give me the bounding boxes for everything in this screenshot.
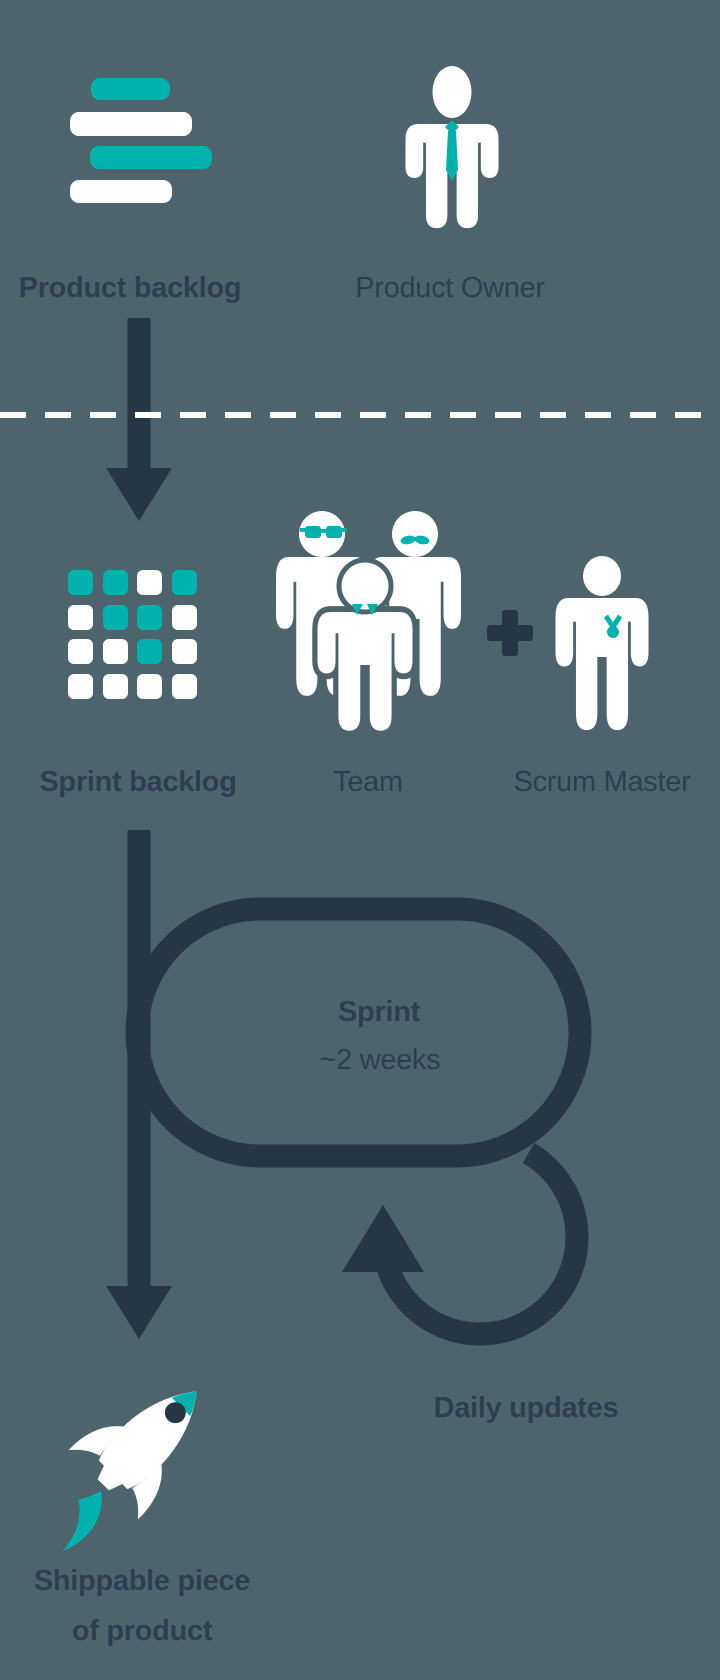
sprint-grid-cell — [172, 674, 197, 699]
sprint-loop-duration: ~2 weeks — [319, 1044, 441, 1076]
sprint-grid-cell — [103, 674, 128, 699]
sprint-grid-cell — [68, 674, 93, 699]
sprint-grid-cell — [137, 674, 162, 699]
grid-squares-icon — [68, 570, 197, 699]
collar-icon — [352, 604, 363, 615]
plus-icon — [487, 610, 533, 656]
sprint-grid-cell — [68, 570, 93, 595]
rocket-flame — [62, 1491, 102, 1552]
team-label: Team — [333, 766, 403, 798]
collar-icon — [367, 604, 378, 615]
sprint-grid-cell — [172, 570, 197, 595]
circular-arrow-icon — [342, 1143, 589, 1346]
scrum-master-label: Scrum Master — [513, 766, 691, 798]
product-owner-label: Product Owner — [355, 272, 545, 304]
glasses-icon — [300, 526, 347, 538]
team-people-icon — [276, 511, 461, 731]
person-tie-icon — [405, 66, 499, 229]
stacked-bars-icon — [70, 78, 212, 203]
daily-updates-label: Daily updates — [433, 1392, 619, 1424]
shippable-piece-line2: of product — [71, 1615, 213, 1647]
sprint-grid-cell — [68, 605, 93, 630]
sprint-grid-cell — [103, 605, 128, 630]
sprint-loop-title: Sprint — [338, 996, 420, 1028]
loop-icon — [125, 897, 592, 1168]
sprint-grid-cell — [68, 639, 93, 664]
sprint-grid-cell — [103, 570, 128, 595]
product-backlog-label: Product backlog — [18, 272, 242, 304]
sprint-grid-cell — [103, 639, 128, 664]
rocket-window — [164, 1402, 186, 1424]
rocket-nose-tip — [171, 1391, 197, 1417]
sprint-grid-cell — [137, 639, 162, 664]
rocket-icon — [62, 1391, 197, 1552]
down-arrow-icon — [106, 318, 172, 521]
mustache-icon — [400, 535, 430, 545]
person-medal-icon — [555, 556, 649, 731]
down-arrow-icon — [106, 830, 172, 1339]
sprint-grid-cell — [172, 639, 197, 664]
sprint-backlog-label: Sprint backlog — [39, 766, 237, 798]
shippable-piece-line1: Shippable piece — [33, 1565, 251, 1597]
sprint-grid-cell — [172, 605, 197, 630]
shippable-piece-label: Shippable piece of product — [33, 1556, 251, 1656]
sprint-grid-cell — [137, 570, 162, 595]
sprint-grid-cell — [137, 605, 162, 630]
